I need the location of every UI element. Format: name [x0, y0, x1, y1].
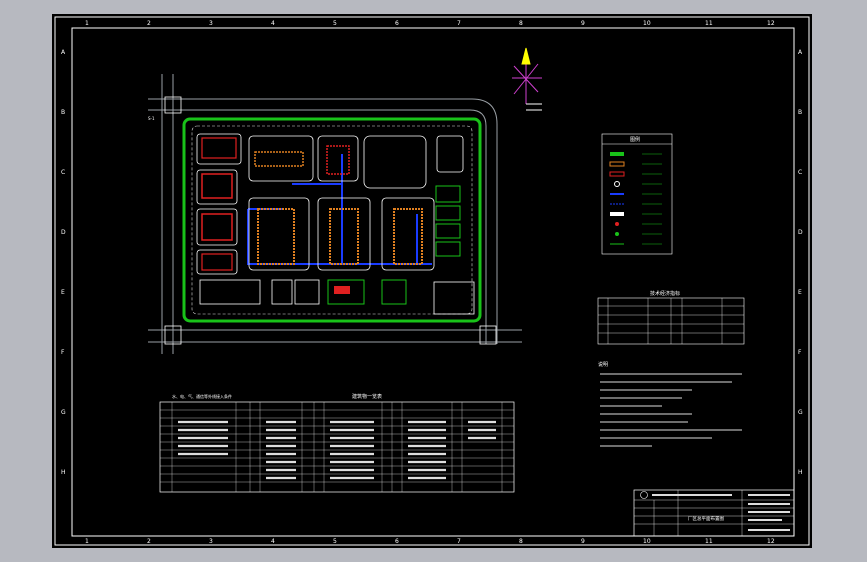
grid-row-label: B	[798, 109, 802, 116]
drawing-sheet: 1 2 3 4 5 6 7 8 9 10 11 12 1 2 3 4 5 6 7…	[52, 14, 812, 548]
building-block-14	[294, 279, 320, 305]
grid-col-label: 8	[519, 20, 523, 27]
building-block-8	[196, 133, 242, 165]
road-junction-nw	[164, 96, 182, 114]
site-boundary-green	[182, 117, 482, 323]
green-block-1	[435, 185, 461, 203]
notes-title: 说明	[598, 361, 608, 368]
grid-row-label: F	[798, 349, 802, 356]
grid-col-label: 3	[209, 20, 213, 27]
grid-col-label: 6	[395, 538, 399, 545]
grid-col-label: 2	[147, 538, 151, 545]
grid-col-label: 12	[767, 538, 775, 545]
green-block-3	[435, 223, 461, 239]
title-block: 厂区总平面布置图	[633, 489, 795, 537]
building-table-side-title: 水、电、气、通信等外线接入条件	[172, 393, 232, 399]
green-block-5	[327, 279, 365, 305]
building-block-5	[317, 197, 371, 271]
grid-col-label: 8	[519, 538, 523, 545]
legend: 图例	[601, 133, 673, 255]
building-block-6	[381, 197, 435, 271]
building-block-13	[271, 279, 293, 305]
summary-table-title: 技术经济指标	[650, 290, 680, 297]
grid-col-label: 7	[457, 20, 461, 27]
green-block-6	[381, 279, 407, 305]
grid-col-label: 11	[705, 538, 713, 545]
road-junction-sw	[164, 325, 182, 345]
title-block-project: 厂区总平面布置图	[688, 515, 724, 522]
grid-column-labels: 1 2 3 4 5 6 7 8 9 10 11 12 1 2 3 4 5 6 7…	[85, 20, 775, 545]
green-block-4	[435, 241, 461, 257]
building-block-7	[436, 135, 464, 173]
grid-col-label: 3	[209, 538, 213, 545]
grid-row-label: H	[798, 469, 803, 476]
grid-col-label: 7	[457, 538, 461, 545]
building-block-9	[196, 169, 238, 205]
grid-col-label: 10	[643, 538, 651, 545]
company-logo	[640, 491, 648, 499]
grid-row-label: E	[798, 289, 802, 296]
notes-block: 说明	[598, 361, 742, 447]
building-block-12	[199, 279, 261, 305]
grid-row-label: C	[798, 169, 802, 176]
perimeter-roads	[148, 74, 522, 354]
legend-swatch-green	[610, 152, 624, 156]
legend-swatch-orange	[609, 161, 625, 167]
legend-swatch-circle	[614, 181, 620, 187]
legend-swatch-red	[609, 171, 625, 177]
road-marker-label: S-1	[148, 116, 155, 121]
outer-frame	[54, 16, 810, 546]
building-block-17	[433, 281, 475, 315]
grid-col-label: 1	[85, 20, 89, 27]
grid-col-label: 10	[643, 20, 651, 27]
site-boundary-inner	[191, 125, 473, 315]
grid-col-label: 6	[395, 20, 399, 27]
grid-row-label: C	[61, 169, 65, 176]
grid-row-label: B	[61, 109, 65, 116]
building-block-4	[248, 197, 310, 271]
grid-row-label: D	[798, 229, 803, 236]
building-block-16	[381, 279, 407, 305]
grid-col-label: 5	[333, 20, 337, 27]
inner-frame	[71, 27, 795, 537]
grid-row-label: A	[798, 49, 803, 56]
site-plan: S-1	[148, 74, 522, 354]
grid-col-label: 9	[581, 20, 585, 27]
grid-col-label: 9	[581, 538, 585, 545]
legend-swatch-green-dot	[615, 232, 619, 236]
grid-row-label: G	[798, 409, 803, 416]
grid-row-label: F	[61, 349, 65, 356]
summary-table: 技术经济指标	[597, 290, 745, 345]
legend-swatch-white	[610, 212, 624, 216]
building-block-11	[196, 249, 238, 275]
building-block-1	[248, 135, 314, 182]
building-table-text-rows	[178, 420, 496, 480]
grid-col-label: 4	[271, 538, 275, 545]
legend-swatch-red-dot	[615, 222, 619, 226]
north-arrow	[512, 47, 542, 111]
grid-row-labels: A B C D E F G H A B C D E F G H	[61, 49, 803, 476]
grid-col-label: 5	[333, 538, 337, 545]
building-block-3	[363, 135, 427, 189]
legend-title: 图例	[630, 136, 640, 143]
building-block-10	[196, 208, 238, 246]
grid-col-label: 2	[147, 20, 151, 27]
road-junction-se	[479, 325, 497, 345]
building-table-title: 建筑物一览表	[352, 393, 382, 400]
equipment-red	[201, 137, 423, 294]
grid-row-label: H	[61, 469, 66, 476]
green-block-2	[435, 205, 461, 221]
grid-row-label: E	[61, 289, 65, 296]
building-table: 建筑物一览表 水、电、气、通信等外线接入条件	[159, 393, 515, 493]
grid-col-label: 12	[767, 20, 775, 27]
grid-col-label: 1	[85, 538, 89, 545]
grid-row-label: D	[61, 229, 66, 236]
building-block-2	[317, 135, 359, 182]
grid-col-label: 11	[705, 20, 713, 27]
grid-col-label: 4	[271, 20, 275, 27]
grid-row-label: A	[61, 49, 66, 56]
grid-row-label: G	[61, 409, 66, 416]
